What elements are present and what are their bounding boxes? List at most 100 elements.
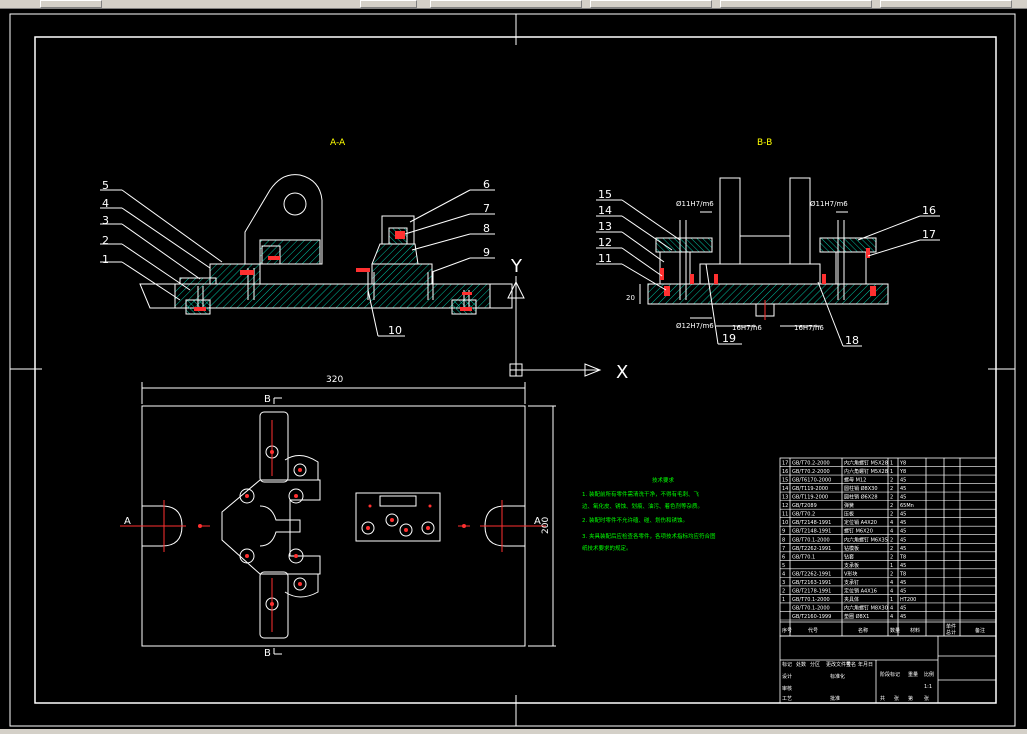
balloon-19: 19: [722, 332, 736, 345]
bom-cell: GB/T119-2000: [792, 495, 828, 501]
status-strip: [0, 729, 1027, 734]
bom-cell: 10: [782, 520, 788, 526]
bom-cell: 1: [890, 469, 893, 475]
balloon-7: 7: [483, 202, 490, 215]
bom-cell: GB/T6170-2000: [792, 478, 831, 484]
bom-cell: 4: [890, 580, 893, 586]
bom-header-cell: 代号: [808, 627, 818, 634]
bom-header-cell: 序号: [782, 627, 792, 634]
toolbar-segment[interactable]: [360, 0, 417, 8]
tb-cell: 标准化: [830, 673, 845, 680]
section-bb-dims: [639, 211, 848, 327]
dim-bb-d2: Ø11H7/m6: [810, 200, 848, 208]
tb-cell: 第: [908, 695, 913, 702]
dim-bb-height: 20: [626, 294, 635, 302]
bom-cell: 定位销 A4X16: [844, 587, 877, 594]
bom-cell: 2: [782, 588, 785, 594]
tb-cell: 签名: [846, 661, 856, 668]
bom-cell: GB/T2148-1991: [792, 520, 831, 526]
dim-bb-d5: 16H7/h6: [794, 324, 824, 332]
bom-cell: 3: [782, 580, 785, 586]
bom-cell: 螺钉 M6X20: [844, 528, 873, 535]
cut-markers: A A B B: [124, 394, 541, 659]
section-bb-red-marks: [660, 248, 876, 296]
bom-cell: 1: [890, 461, 893, 467]
plan-view-red-dots: [198, 450, 466, 606]
bom-cell: GB/T70.1-2000: [792, 537, 830, 543]
tb-scale: 1:1: [924, 684, 932, 690]
balloon-10: 10: [388, 324, 402, 337]
notes-line: 纸技术要求的规定。: [582, 544, 632, 552]
cut-a-right: A: [534, 516, 541, 527]
bom-cell: 4: [890, 588, 893, 594]
title-block: 标记 处数 分区 更改文件号 签名 年月日 设计 标准化 审核 工艺 批准 阶段…: [782, 661, 934, 702]
bom-cell: 内六角螺钉 M5X28: [844, 468, 888, 475]
bom-cell: 7: [782, 546, 785, 552]
tb-cell: 张: [894, 695, 899, 702]
bom-cell: 45: [900, 495, 906, 501]
bom-cell: V形块: [844, 570, 857, 577]
bom-cell: 13: [782, 495, 788, 501]
bom-cell: 2: [890, 571, 893, 577]
bom-header: 序号 代号 名称 数量 材料 单件 总计 备注: [782, 623, 985, 636]
bom-cell: 钻套: [844, 553, 854, 560]
balloon-13: 13: [598, 220, 612, 233]
toolbar-segment[interactable]: [430, 0, 582, 8]
bom-header-cell: 备注: [975, 627, 985, 634]
bom-cell: 4: [890, 614, 893, 620]
cut-b-top: B: [264, 394, 271, 405]
bom-cell: 钻模板: [844, 545, 859, 552]
dim-height: 200: [541, 517, 551, 534]
dim-bb-d4: 16H7/h6: [732, 324, 762, 332]
tb-cell: 张: [924, 695, 929, 702]
section-bb-view: [647, 177, 889, 320]
bom-cell: 2: [890, 495, 893, 501]
toolbar-segment[interactable]: [40, 0, 102, 8]
bom-cell: 12: [782, 503, 788, 509]
x-axis-label: X: [616, 362, 628, 383]
ucs-icon: [507, 276, 602, 377]
bom-cell: 8: [782, 537, 785, 543]
drawing-canvas[interactable]: A-A: [0, 9, 1027, 729]
bom-cell: 1: [890, 597, 893, 603]
bom-cell: T8: [899, 571, 906, 577]
tb-cell: 工艺: [782, 696, 792, 702]
section-bb-dim-text: Ø11H7/m6 Ø11H7/m6 Ø12H7/m6 16H7/h6 16H7/…: [626, 200, 848, 332]
bom-cell: 14: [782, 486, 788, 492]
bom-cell: 内六角螺钉 M5X28: [844, 460, 888, 467]
balloon-1: 1: [102, 253, 109, 266]
tb-cell: 审核: [782, 685, 792, 692]
balloon-8: 8: [483, 222, 490, 235]
bom-cell: 16: [782, 469, 788, 475]
balloon-4: 4: [102, 197, 109, 210]
balloon-15: 15: [598, 188, 612, 201]
bom-cell: 1: [890, 563, 893, 569]
bom-cell: 45: [900, 529, 906, 535]
toolbar-segment[interactable]: [720, 0, 872, 8]
bom-cell: 圆柱销 Ø6X28: [844, 494, 878, 501]
toolbar-segment[interactable]: [590, 0, 712, 8]
balloon-16: 16: [922, 204, 936, 217]
bom-cell: 45: [900, 478, 906, 484]
bom-cell: 45: [900, 537, 906, 543]
bom-cell: GB/T70.2-2000: [792, 461, 830, 467]
tb-cell: 分区: [810, 661, 820, 668]
bom-cell: GB/T2178-1991: [792, 588, 831, 594]
bom-cell: 4: [890, 605, 893, 611]
bom-cell: 45: [900, 512, 906, 518]
bom-cell: 定位销 A4X20: [844, 519, 877, 526]
notes-line: 1. 装配前所有零件需清洗干净，不得有毛刺、飞: [582, 490, 699, 498]
bom-cell: 15: [782, 478, 788, 484]
tb-cell: 阶段标记: [880, 671, 900, 678]
bom-cell: 2: [890, 554, 893, 560]
toolbar-segment[interactable]: [880, 0, 1012, 8]
bom-cell: 45: [900, 546, 906, 552]
section-aa-red-marks: [194, 231, 472, 311]
bom-cell: 2: [890, 478, 893, 484]
bom-header-cell: 材料: [910, 627, 920, 634]
bom-cell: GB/T2262-1991: [792, 571, 831, 577]
tb-cell: 重量: [908, 671, 918, 678]
bom-cell: 4: [890, 529, 893, 535]
section-aa-view: [139, 174, 513, 315]
